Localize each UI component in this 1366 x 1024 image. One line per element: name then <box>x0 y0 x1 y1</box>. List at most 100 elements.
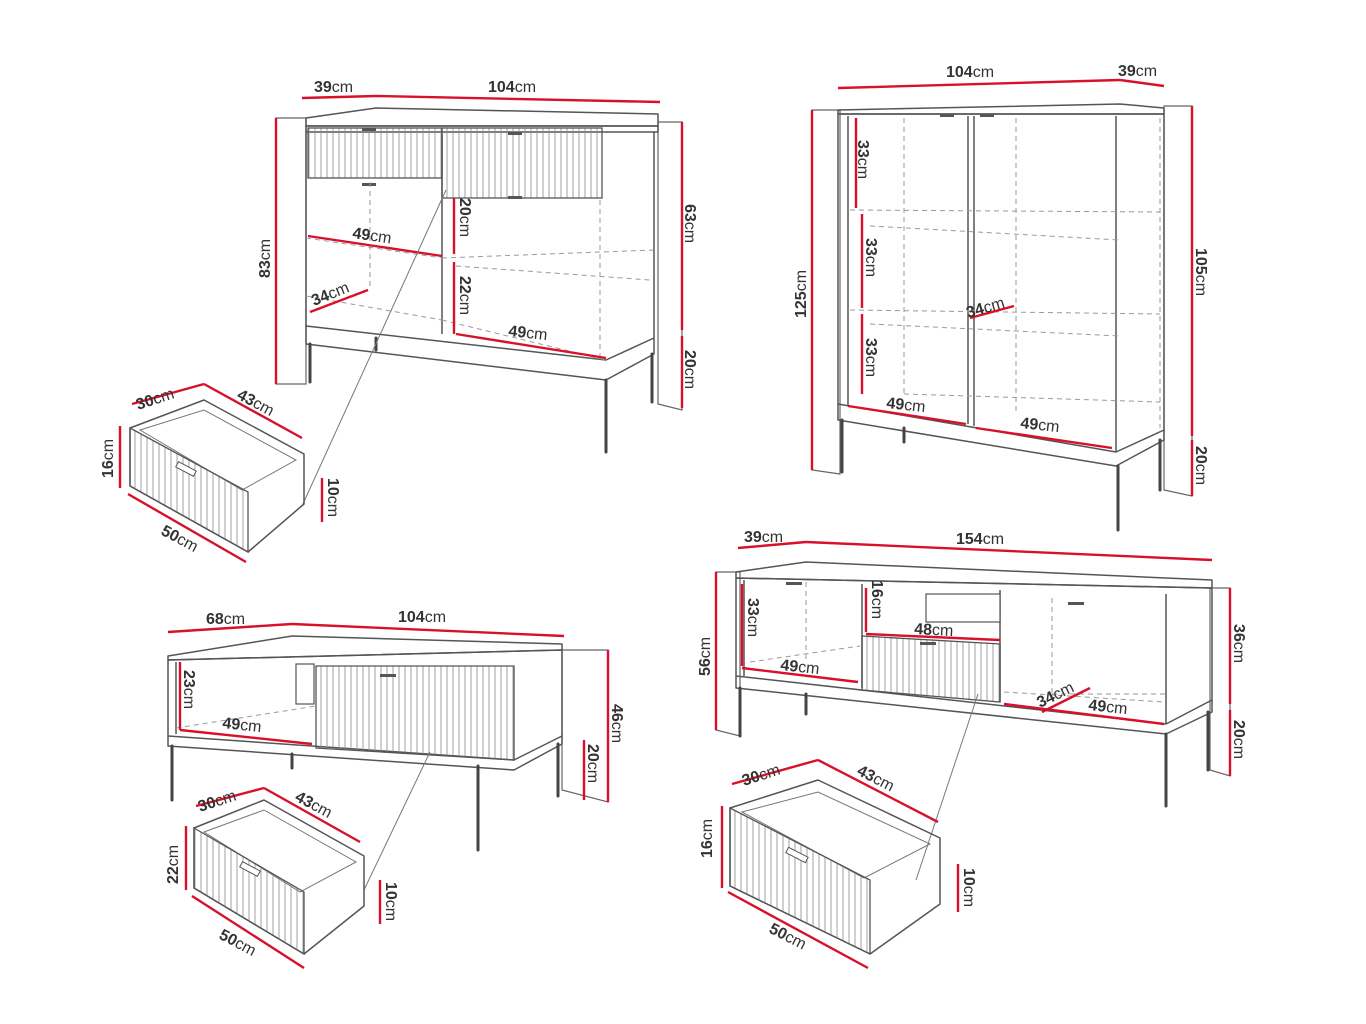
label-depth: 39cm <box>744 529 783 546</box>
plinth <box>167 736 563 771</box>
dim-line-width <box>805 540 1213 562</box>
label-left-shelf-height: 33cm <box>744 598 761 637</box>
dim-line-drawer-width <box>191 894 305 970</box>
label-compartment-top: 20cm <box>456 198 473 237</box>
label-leg-height: 20cm <box>1230 720 1247 759</box>
dim-line-drawer-width <box>727 890 869 970</box>
drawer-handle <box>920 642 936 645</box>
dim-line-drawer-width <box>127 492 247 564</box>
drawer-handle <box>362 128 376 131</box>
label-shelf-width-right: 49cm <box>508 323 549 344</box>
dim-line-niche-width <box>865 632 1001 642</box>
label-drawer-height: 16cm <box>100 439 117 478</box>
label-shelf-width: 49cm <box>222 715 263 736</box>
label-depth: 39cm <box>314 79 353 96</box>
top-panel <box>305 107 659 127</box>
label-shelf-width-left: 49cm <box>351 225 392 247</box>
dim-line-drawer-inner-width <box>817 758 939 824</box>
depth-band-left <box>811 109 841 475</box>
drawer-front <box>729 806 871 956</box>
label-total-height: 83cm <box>257 239 274 278</box>
dim-line-width <box>375 94 661 104</box>
dim-line-shelf-width <box>455 332 607 360</box>
label-shelf-height: 23cm <box>180 670 197 709</box>
label-drawer-inner-height: 10cm <box>382 882 399 921</box>
dim-line-drawer-inner-width <box>203 382 303 440</box>
top-edge <box>305 125 659 133</box>
depth-band-right <box>1163 105 1193 497</box>
drawer-handle <box>175 460 197 478</box>
tv-stand: 39cm 154cm 56cm 36cm 20cm 33cm 49cm 16cm… <box>697 529 1247 970</box>
dim-line-width <box>837 78 1121 90</box>
label-shelf-width-right: 49cm <box>1020 415 1061 436</box>
carcass <box>735 577 1213 725</box>
carcass <box>167 649 563 761</box>
label-shelf-width-left: 49cm <box>886 395 927 416</box>
label-drawer-depth: 30cm <box>740 762 782 790</box>
dim-line-shelf-width-left <box>847 404 967 426</box>
label-total-height: 46cm <box>608 704 625 743</box>
carcass <box>837 113 1165 453</box>
label-body-height: 36cm <box>1230 624 1247 663</box>
label-shelf-depth: 34cm <box>309 279 352 309</box>
label-right-shelf-width: 49cm <box>1088 697 1129 718</box>
depth-band-right <box>1209 587 1231 777</box>
depth-band-right <box>657 121 683 411</box>
drawer-front-right <box>441 127 603 199</box>
dim-line-depth <box>301 94 377 100</box>
leader-line <box>301 189 447 507</box>
dim-line-shelf-depth <box>309 288 369 314</box>
drawer-detail: 30cm 43cm 16cm 50cm 10cm <box>100 382 341 564</box>
label-drawer-width: 50cm <box>158 523 201 556</box>
drawer-front <box>315 665 515 761</box>
label-leg-height: 20cm <box>584 744 601 783</box>
top-panel <box>837 103 1165 115</box>
drawer-detail: 30cm 43cm 16cm 50cm 10cm <box>699 758 977 970</box>
label-shelf-height-2: 33cm <box>862 238 879 277</box>
dim-line-depth <box>737 540 807 550</box>
dim-line-shelf-width <box>179 728 313 746</box>
drawer-handle <box>785 846 809 864</box>
drawer-handle <box>362 183 376 186</box>
plinth <box>305 326 655 381</box>
door-handle <box>980 114 994 117</box>
dim-line-drawer-depth <box>731 758 819 786</box>
dim-line-width <box>291 622 565 638</box>
label-drawer-inner-width: 43cm <box>234 387 277 420</box>
label-drawer-height: 16cm <box>699 819 716 858</box>
dim-line-shelf-width-right <box>975 426 1113 450</box>
label-leg-height: 20cm <box>1192 446 1209 485</box>
label-niche-height: 16cm <box>868 580 885 619</box>
label-drawer-depth: 30cm <box>196 788 238 816</box>
top-panel <box>735 561 1213 589</box>
label-drawer-depth: 30cm <box>134 386 176 414</box>
label-width: 104cm <box>488 79 536 96</box>
dim-line-shelf-depth <box>969 304 1015 320</box>
label-right-shelf-depth: 34cm <box>1034 679 1077 711</box>
drawer-handle <box>380 674 396 677</box>
label-drawer-inner-width: 43cm <box>854 762 897 795</box>
dim-line-right-shelf-width <box>1003 702 1165 726</box>
door-handle <box>786 582 802 585</box>
niche <box>925 593 1001 623</box>
leader-line <box>915 693 979 881</box>
dim-line-drawer-depth <box>131 382 205 406</box>
dim-line-depth <box>1119 78 1165 88</box>
label-width: 154cm <box>956 531 1004 548</box>
carcass <box>305 132 655 361</box>
label-width: 104cm <box>398 609 446 626</box>
label-compartment-bottom: 22cm <box>456 276 473 315</box>
label-total-height: 56cm <box>697 637 714 676</box>
dim-line-drawer-depth <box>195 786 265 808</box>
chest-of-drawers: 39cm 104cm 83cm 63cm 20cm 49cm 34cm 49cm… <box>100 79 698 564</box>
door-handle <box>940 114 954 117</box>
display-cabinet: 104cm 39cm 125cm 105cm 20cm 33cm 33cm 33… <box>793 63 1209 532</box>
label-drawer-inner-height: 10cm <box>324 478 341 517</box>
dim-line-right-shelf-depth <box>1041 686 1091 714</box>
drawer-detail: 30cm 43cm 22cm 50cm 10cm <box>165 786 399 970</box>
dim-line-shelf-width <box>307 234 443 258</box>
drawer-front <box>193 826 305 956</box>
label-width: 104cm <box>946 64 994 81</box>
label-total-height: 125cm <box>793 270 810 318</box>
